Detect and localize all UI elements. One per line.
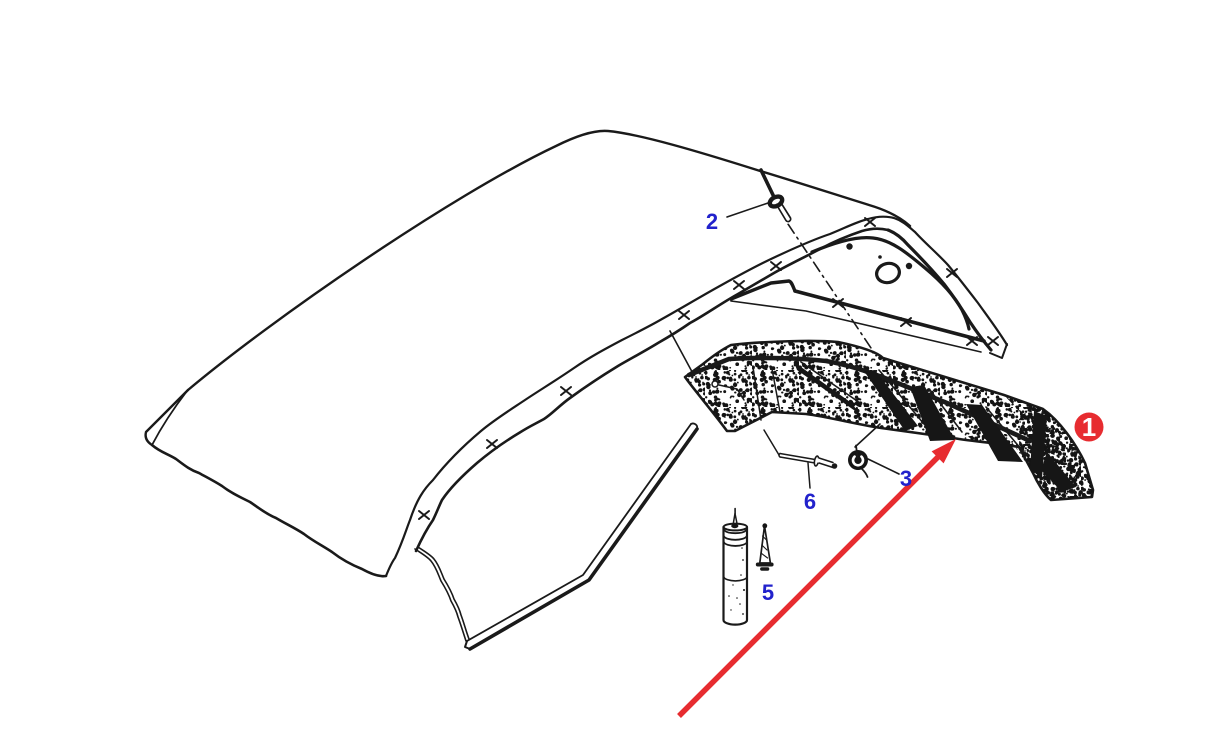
svg-text:1: 1 (1082, 412, 1096, 442)
svg-text:2: 2 (706, 209, 718, 234)
svg-text:6: 6 (804, 489, 816, 514)
svg-text:5: 5 (762, 580, 774, 605)
svg-text:3: 3 (900, 466, 912, 491)
